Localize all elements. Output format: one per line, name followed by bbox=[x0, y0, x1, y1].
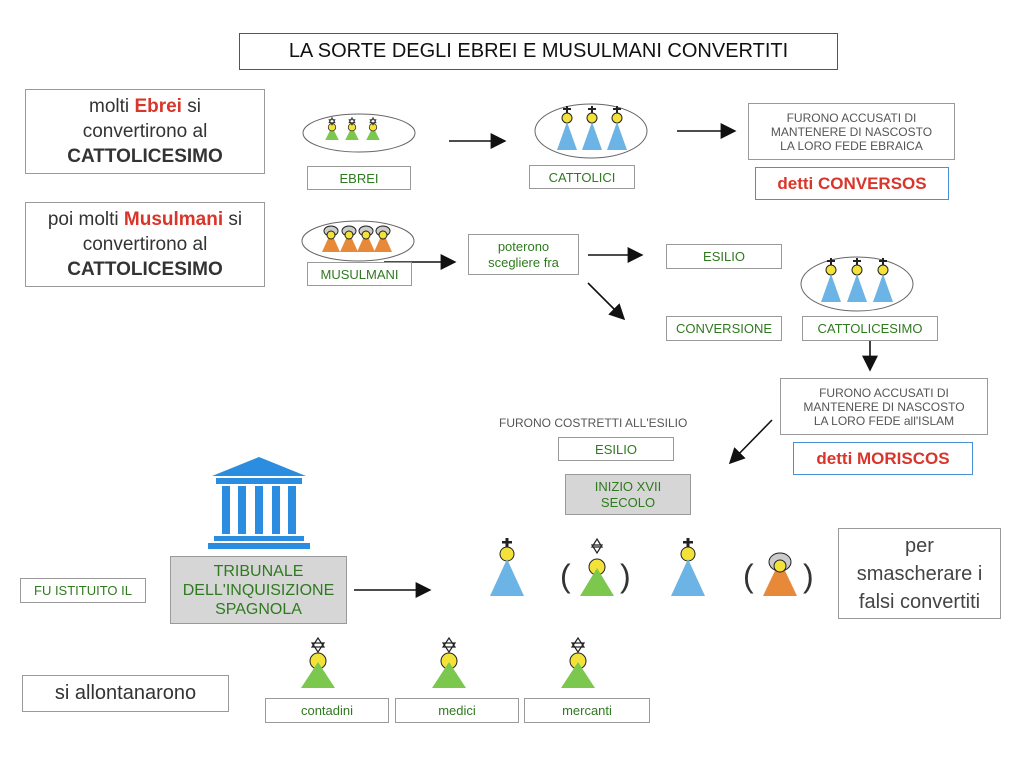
tribunale-line3: SPAGNOLA bbox=[215, 600, 302, 618]
musulmani-intro-line1: poi molti Musulmani si bbox=[47, 209, 243, 230]
poterono-box: poterono scegliere fra bbox=[468, 234, 579, 275]
cattolicesimo-figures bbox=[821, 258, 893, 302]
musulmani-intro-line2: convertirono al bbox=[82, 234, 208, 255]
tribunale-box: TRIBUNALE DELL'INQUISIZIONE SPAGNOLA bbox=[170, 556, 347, 624]
paren-close-1: ) bbox=[620, 558, 631, 594]
accusa-ebrei-line1: FURONO ACCUSATI DI bbox=[786, 110, 917, 125]
contadini-figure bbox=[301, 636, 335, 688]
ebrei-intro-line3: CATTOLICESIMO bbox=[67, 146, 223, 167]
moriscos-label: detti MORISCOS bbox=[816, 448, 950, 468]
accusa-islam-line2: MANTENERE DI NASCOSTO bbox=[803, 399, 965, 414]
cattolici-label: CATTOLICI bbox=[548, 169, 616, 185]
conversos-label: detti CONVERSOS bbox=[777, 173, 927, 193]
paren-open-2: ( bbox=[743, 558, 754, 594]
musulmani-figures bbox=[322, 225, 392, 252]
fu-istituito-label: FU ISTITUITO IL bbox=[34, 583, 132, 598]
costretti-text: FURONO COSTRETTI ALL'ESILIO bbox=[499, 416, 688, 430]
accusa-islam-line1: FURONO ACCUSATI DI bbox=[819, 385, 949, 400]
tribunale-line2: DELL'INQUISIZIONE bbox=[182, 581, 335, 599]
ebrei-label-box: EBREI bbox=[307, 166, 411, 190]
ebrei-figures bbox=[325, 116, 380, 140]
accusa-ebrei-line3: LA LORO FEDE EBRAICA bbox=[780, 138, 923, 153]
conversione-label-box: CONVERSIONE bbox=[666, 316, 782, 341]
title-text: LA SORTE DEGLI EBREI E MUSULMANI CONVERT… bbox=[288, 40, 789, 62]
smascherare-line2: smascherare i bbox=[856, 562, 983, 585]
fu-istituito-box: FU ISTITUITO IL bbox=[20, 578, 146, 603]
inizio-label: INIZIO XVII SECOLO bbox=[594, 478, 662, 510]
poterono-label: poterono scegliere fra bbox=[488, 238, 559, 270]
conversione-label: CONVERSIONE bbox=[675, 321, 773, 336]
musulmani-intro-line3: CATTOLICESIMO bbox=[67, 259, 223, 280]
cattolici-figures bbox=[557, 106, 627, 150]
musulmani-label: MUSULMANI bbox=[320, 266, 399, 282]
esilio2-label: ESILIO bbox=[595, 441, 637, 457]
allontanarono-label: si allontanarono bbox=[54, 682, 197, 704]
arrow-accusa-to-costretti bbox=[728, 419, 773, 465]
conversos-box: detti CONVERSOS bbox=[755, 167, 949, 200]
ebrei-group-ellipse bbox=[302, 113, 416, 153]
ebrei-intro-line1: molti Ebrei si bbox=[89, 96, 201, 117]
tribunale-line1: TRIBUNALE bbox=[213, 562, 304, 580]
musulmani-highlight: Musulmani bbox=[123, 209, 224, 230]
contadini-label-box: contadini bbox=[265, 698, 389, 723]
medici-label: medici bbox=[438, 703, 476, 718]
esilio-label-box: ESILIO bbox=[666, 244, 782, 269]
smascherare-line3: falsi convertiti bbox=[858, 590, 981, 613]
esilio-label: ESILIO bbox=[703, 249, 745, 264]
mercanti-label: mercanti bbox=[562, 703, 612, 718]
blue-figure-2 bbox=[671, 538, 705, 596]
ebrei-intro-line2: convertirono al bbox=[82, 121, 208, 142]
musulmani-group-ellipse bbox=[301, 220, 415, 262]
smascherare-line1: per bbox=[905, 534, 934, 557]
ebrei-label: EBREI bbox=[339, 170, 379, 186]
paren-open-1: ( bbox=[560, 558, 571, 594]
ebrei-intro-box: molti Ebrei si convertirono al CATTOLICE… bbox=[25, 89, 265, 174]
blue-figure-1 bbox=[490, 538, 524, 596]
accusa-islam-line3: LA LORO FEDE all'ISLAM bbox=[813, 413, 955, 428]
esilio2-label-box: ESILIO bbox=[558, 437, 674, 461]
cattolicesimo-label-box: CATTOLICESIMO bbox=[802, 316, 938, 341]
medici-figure bbox=[432, 636, 466, 688]
ebrei-highlight: Ebrei bbox=[134, 96, 182, 117]
paren-close-2: ) bbox=[803, 558, 814, 594]
smascherare-box: per smascherare i falsi convertiti bbox=[838, 528, 1001, 619]
page-title: LA SORTE DEGLI EBREI E MUSULMANI CONVERT… bbox=[239, 33, 838, 70]
allontanarono-box: si allontanarono bbox=[22, 675, 229, 712]
medici-label-box: medici bbox=[395, 698, 519, 723]
green-figure-star-1 bbox=[580, 537, 614, 596]
accusa-ebrei-line2: MANTENERE DI NASCOSTO bbox=[770, 124, 933, 139]
cattolici-label-box: CATTOLICI bbox=[529, 165, 635, 189]
musulmani-intro-box: poi molti Musulmani si convertirono al C… bbox=[25, 202, 265, 287]
accusa-ebrei-box: FURONO ACCUSATI DI MANTENERE DI NASCOSTO… bbox=[748, 103, 955, 160]
accusa-islam-box: FURONO ACCUSATI DI MANTENERE DI NASCOSTO… bbox=[780, 378, 988, 435]
orange-figure-turban bbox=[763, 552, 797, 596]
moriscos-box: detti MORISCOS bbox=[793, 442, 973, 475]
temple-icon bbox=[208, 457, 310, 549]
cattolicesimo-label: CATTOLICESIMO bbox=[817, 321, 923, 336]
mercanti-figure bbox=[561, 636, 595, 688]
arrow-scelta-to-conversione bbox=[587, 282, 626, 321]
inizio-box: INIZIO XVII SECOLO bbox=[565, 474, 691, 515]
contadini-label: contadini bbox=[300, 703, 354, 718]
mercanti-label-box: mercanti bbox=[524, 698, 650, 723]
musulmani-label-box: MUSULMANI bbox=[307, 262, 412, 286]
